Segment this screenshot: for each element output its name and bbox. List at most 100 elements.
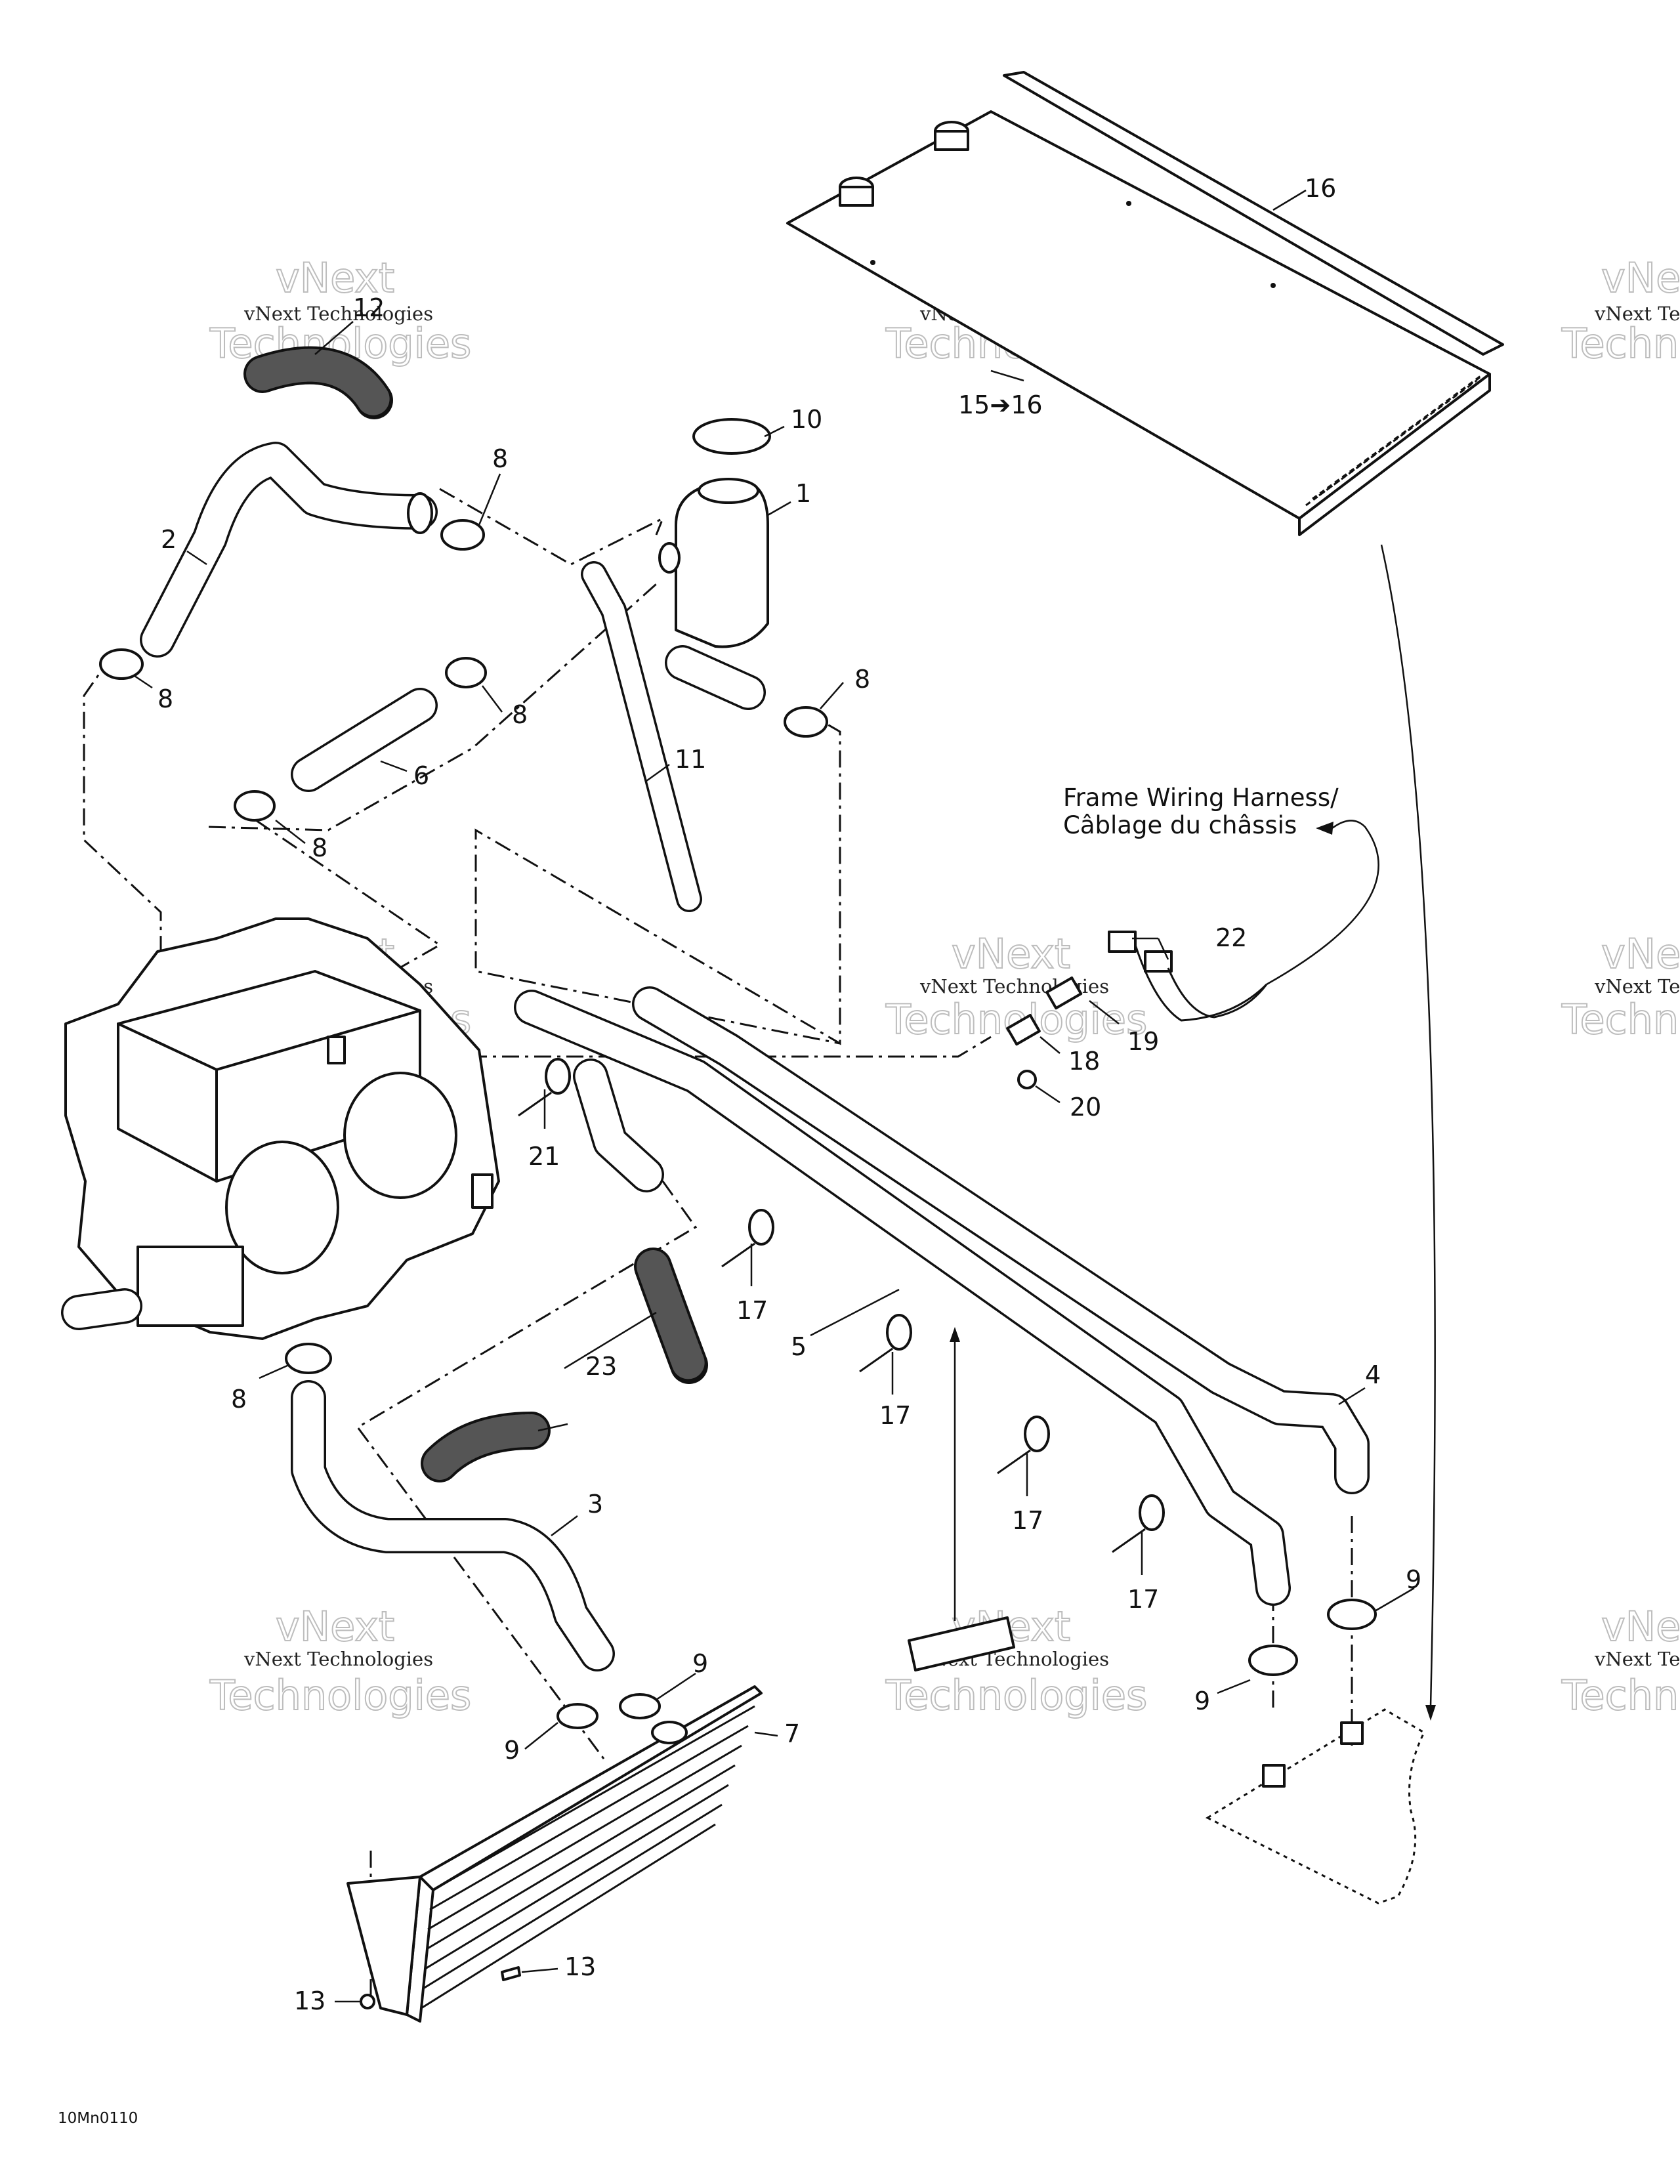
radiator-seal-strip <box>1003 71 1504 356</box>
carburetor-right <box>343 1072 457 1199</box>
watermark-big-5a: vNext <box>952 930 1070 978</box>
leader-8f <box>259 1364 289 1379</box>
radiator-hole <box>1126 201 1131 206</box>
radiator-fins <box>1305 373 1484 507</box>
tie-17-d <box>1139 1494 1165 1531</box>
leader-10 <box>764 425 785 438</box>
clamp-8-c <box>445 657 487 688</box>
hose-3-fill <box>293 1382 613 1670</box>
leader-8b <box>134 675 153 689</box>
leader-23a <box>564 1311 657 1370</box>
leader-9c <box>1217 1679 1251 1694</box>
watermark-big-3b: Technologies <box>1561 320 1680 368</box>
carburetor-left <box>225 1141 339 1274</box>
callout-labels: 12 16 15➔16 10 1 8 2 8 8 8 11 6 8 Frame … <box>58 174 1421 2127</box>
leader-8e <box>820 682 844 709</box>
assembly-line-hose2 <box>439 488 665 566</box>
part-12-corrugated-hose <box>243 346 393 419</box>
assembly-line-hose6 <box>208 583 657 831</box>
clamps-8 <box>99 519 828 1374</box>
tunnel-outline <box>1205 1708 1425 1904</box>
screws-13 <box>360 1966 521 2009</box>
leader-16 <box>1272 189 1307 211</box>
hose-2-end <box>407 492 433 534</box>
leader-13a <box>521 1967 558 1973</box>
arrowhead-bracket <box>950 1327 960 1342</box>
callout-12: 12 <box>353 293 385 322</box>
harness-wire-1 <box>1134 944 1268 1022</box>
callout-8-f: 8 <box>231 1385 247 1414</box>
leader-23b <box>537 1423 568 1432</box>
part-11-overflow-tube <box>581 561 702 912</box>
leader-12 <box>314 321 354 355</box>
callout-10: 10 <box>791 405 822 434</box>
leader-11 <box>646 763 670 782</box>
part-1-reservoir <box>658 418 771 710</box>
hose-6-fill <box>293 690 436 790</box>
reservoir-outlet-fill <box>667 647 764 708</box>
part-22-connector-b <box>1144 950 1173 973</box>
callout-11: 11 <box>675 745 706 774</box>
leader-1 <box>767 501 791 516</box>
harness-route-arrow <box>1266 820 1379 986</box>
part-16-radiator-top <box>786 71 1504 536</box>
radiator-7-port <box>651 1721 688 1744</box>
callout-9-c: 9 <box>1194 1687 1210 1715</box>
tie-21 <box>545 1058 571 1095</box>
hose-23b-ribs <box>423 1414 548 1480</box>
diagram-code: 10Mn0110 <box>58 2110 138 2127</box>
part-7-radiator-lower <box>346 1685 763 2023</box>
callout-3: 3 <box>587 1490 603 1519</box>
hose-12-ribs <box>246 348 390 417</box>
callout-13-a: 13 <box>564 1952 596 1981</box>
watermark-big-6b: Technologies <box>1561 996 1680 1043</box>
leader-20 <box>1035 1085 1060 1104</box>
callout-19: 19 <box>1127 1027 1159 1056</box>
callout-8-a: 8 <box>492 444 508 473</box>
leader-4 <box>1338 1387 1366 1406</box>
callout-17-b: 17 <box>879 1401 911 1430</box>
ring-9-d <box>1327 1599 1377 1630</box>
harness-label-line2: Câblage du châssis <box>1063 811 1297 839</box>
callout-7: 7 <box>784 1719 800 1748</box>
tie-17-b <box>886 1314 912 1351</box>
ring-9-c <box>1248 1645 1298 1676</box>
part-5-pipe <box>514 990 1291 1606</box>
part-bracket-block <box>908 1327 1015 1671</box>
callout-8-c: 8 <box>512 700 528 729</box>
leader-2 <box>186 550 207 566</box>
assembly-line-engine <box>255 819 442 973</box>
clamp-8-e <box>784 706 828 738</box>
assembly-line-radiator <box>356 1181 698 1759</box>
callout-17-a: 17 <box>736 1296 768 1325</box>
callout-8-e: 8 <box>854 665 870 694</box>
callout-21: 21 <box>528 1142 560 1171</box>
watermark-small-1: vNext Technologies <box>243 303 433 325</box>
assembly-line-bracket <box>474 707 841 1045</box>
radiator-7-bracket <box>346 1876 421 2016</box>
callout-8-d: 8 <box>312 833 327 862</box>
assembly-line-sensor <box>341 1036 992 1058</box>
watermark-big-3a: vNext <box>1601 254 1680 302</box>
leader-9d <box>1374 1587 1415 1612</box>
callout-9-a: 9 <box>504 1736 520 1765</box>
callout-2: 2 <box>161 525 177 554</box>
callout-17-c: 17 <box>1012 1506 1043 1535</box>
pipe-4-fill <box>634 988 1368 1492</box>
watermark-big-7a: vNext <box>276 1603 394 1650</box>
callout-9-b: 9 <box>692 1649 708 1678</box>
fitting-b <box>1340 1721 1364 1745</box>
tube-11-fill <box>583 563 700 910</box>
arrowhead-harness <box>1316 822 1334 835</box>
harness-wire-2 <box>1167 967 1268 1018</box>
watermark-small-9: vNext Technologies <box>1594 1648 1680 1670</box>
reservoir-body <box>675 481 769 648</box>
leader-3 <box>551 1515 578 1536</box>
tie-17-d-tail <box>1112 1528 1146 1553</box>
part-10-cap <box>692 418 771 455</box>
clamp-8-f <box>285 1343 332 1374</box>
callout-6: 6 <box>413 761 429 790</box>
part-19-connector <box>1045 976 1083 1010</box>
part-18-sensor <box>1006 1014 1041 1046</box>
callout-23: 23 <box>585 1352 617 1381</box>
